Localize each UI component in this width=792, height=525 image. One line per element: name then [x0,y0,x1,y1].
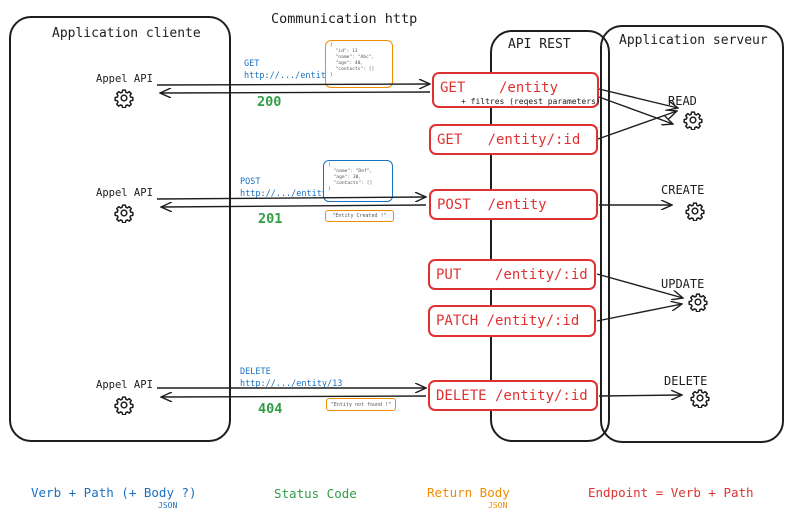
status-code-404: 404 [258,401,283,417]
legend-status: Status Code [274,486,357,501]
endpoint-post: POST /entity [429,189,598,220]
endpoint-put: PUT /entity/:id [428,259,596,290]
api-call-label-delete: Appel API [96,379,153,391]
created-message: "Entity Created !" [325,210,394,222]
api-panel-title: API REST [508,37,571,52]
request-get: GET http://.../entity [244,58,331,82]
not-found-message: "Entity not found !" [326,398,396,411]
request-verb: DELETE [240,367,271,377]
request-url: http://.../entity [240,189,327,199]
legend-body-json: JSON [488,501,508,510]
api-panel [490,30,610,442]
legend-endpoint: Endpoint = Verb + Path [588,485,754,500]
status-code-200: 200 [257,94,282,110]
legend-body: Return Body [427,485,510,500]
endpoint-delete: DELETE /entity/:id [428,380,598,411]
endpoint-get-note: + filtres (reqest parameters) [461,97,601,106]
client-panel [9,16,231,442]
status-code-201: 201 [258,211,283,227]
request-url: http://.../entity/13 [240,379,343,389]
client-panel-title: Application cliente [52,26,201,41]
endpoint-get-collection: GET /entity [432,72,599,108]
post-request-body: { "name": "Def", "age": 30, "contacts": … [323,160,393,202]
endpoint-patch: PATCH /entity/:id [428,305,596,337]
server-panel [600,25,784,443]
api-call-label-get: Appel API [96,73,153,85]
operation-create: CREATE [661,183,705,197]
request-verb: GET [244,59,260,69]
api-call-label-post: Appel API [96,187,153,199]
request-delete: DELETE http://.../entity/13 [240,366,342,390]
request-post: POST http://.../entity [240,176,327,200]
request-verb: POST [240,177,261,187]
endpoint-get-item: GET /entity/:id [429,124,598,155]
legend-request-json: JSON [158,501,178,510]
diagram-title: Communication http [271,11,418,27]
legend-request: Verb + Path (+ Body ?) [31,485,197,500]
operation-update: UPDATE [661,277,705,291]
server-panel-title: Application serveur [619,33,768,48]
request-url: http://.../entity [244,71,331,81]
operation-delete: DELETE [664,374,708,388]
get-response-body: { "id": 13 "name": "Abc", "age": 40, "co… [325,40,393,88]
